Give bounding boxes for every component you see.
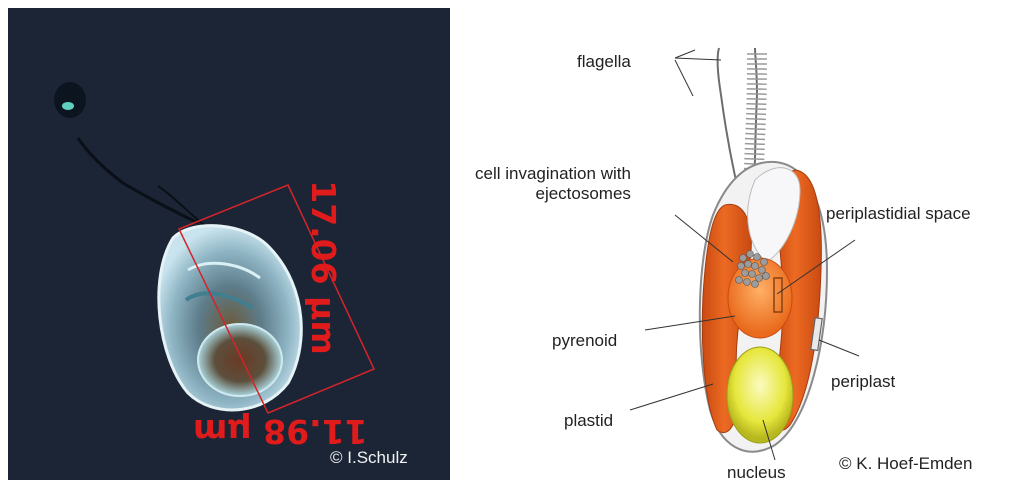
micrograph-image [8,8,450,480]
label-cell-invagination: cell invagination with ejectosomes [475,164,631,205]
label-nucleus: nucleus [727,463,786,483]
micrograph-panel: 17.06 µm 11.98 µm © I.Schulz [8,8,450,480]
label-periplastidial-space: periplastidial space [826,204,971,224]
cell-diagram [455,0,1030,484]
label-flagella: flagella [577,52,631,72]
photo-credit: © I.Schulz [330,448,408,468]
cell-diagram-panel: flagella cell invagination with ejectoso… [455,0,1030,484]
measurement-length-label: 17.06 µm [307,180,340,355]
label-plastid: plastid [564,411,613,431]
measurement-width-label: 11.98 µm [193,415,368,448]
diagram-credit: © K. Hoef-Emden [839,454,972,474]
nucleus [727,347,793,443]
label-periplast: periplast [831,372,895,392]
label-pyrenoid: pyrenoid [552,331,617,351]
